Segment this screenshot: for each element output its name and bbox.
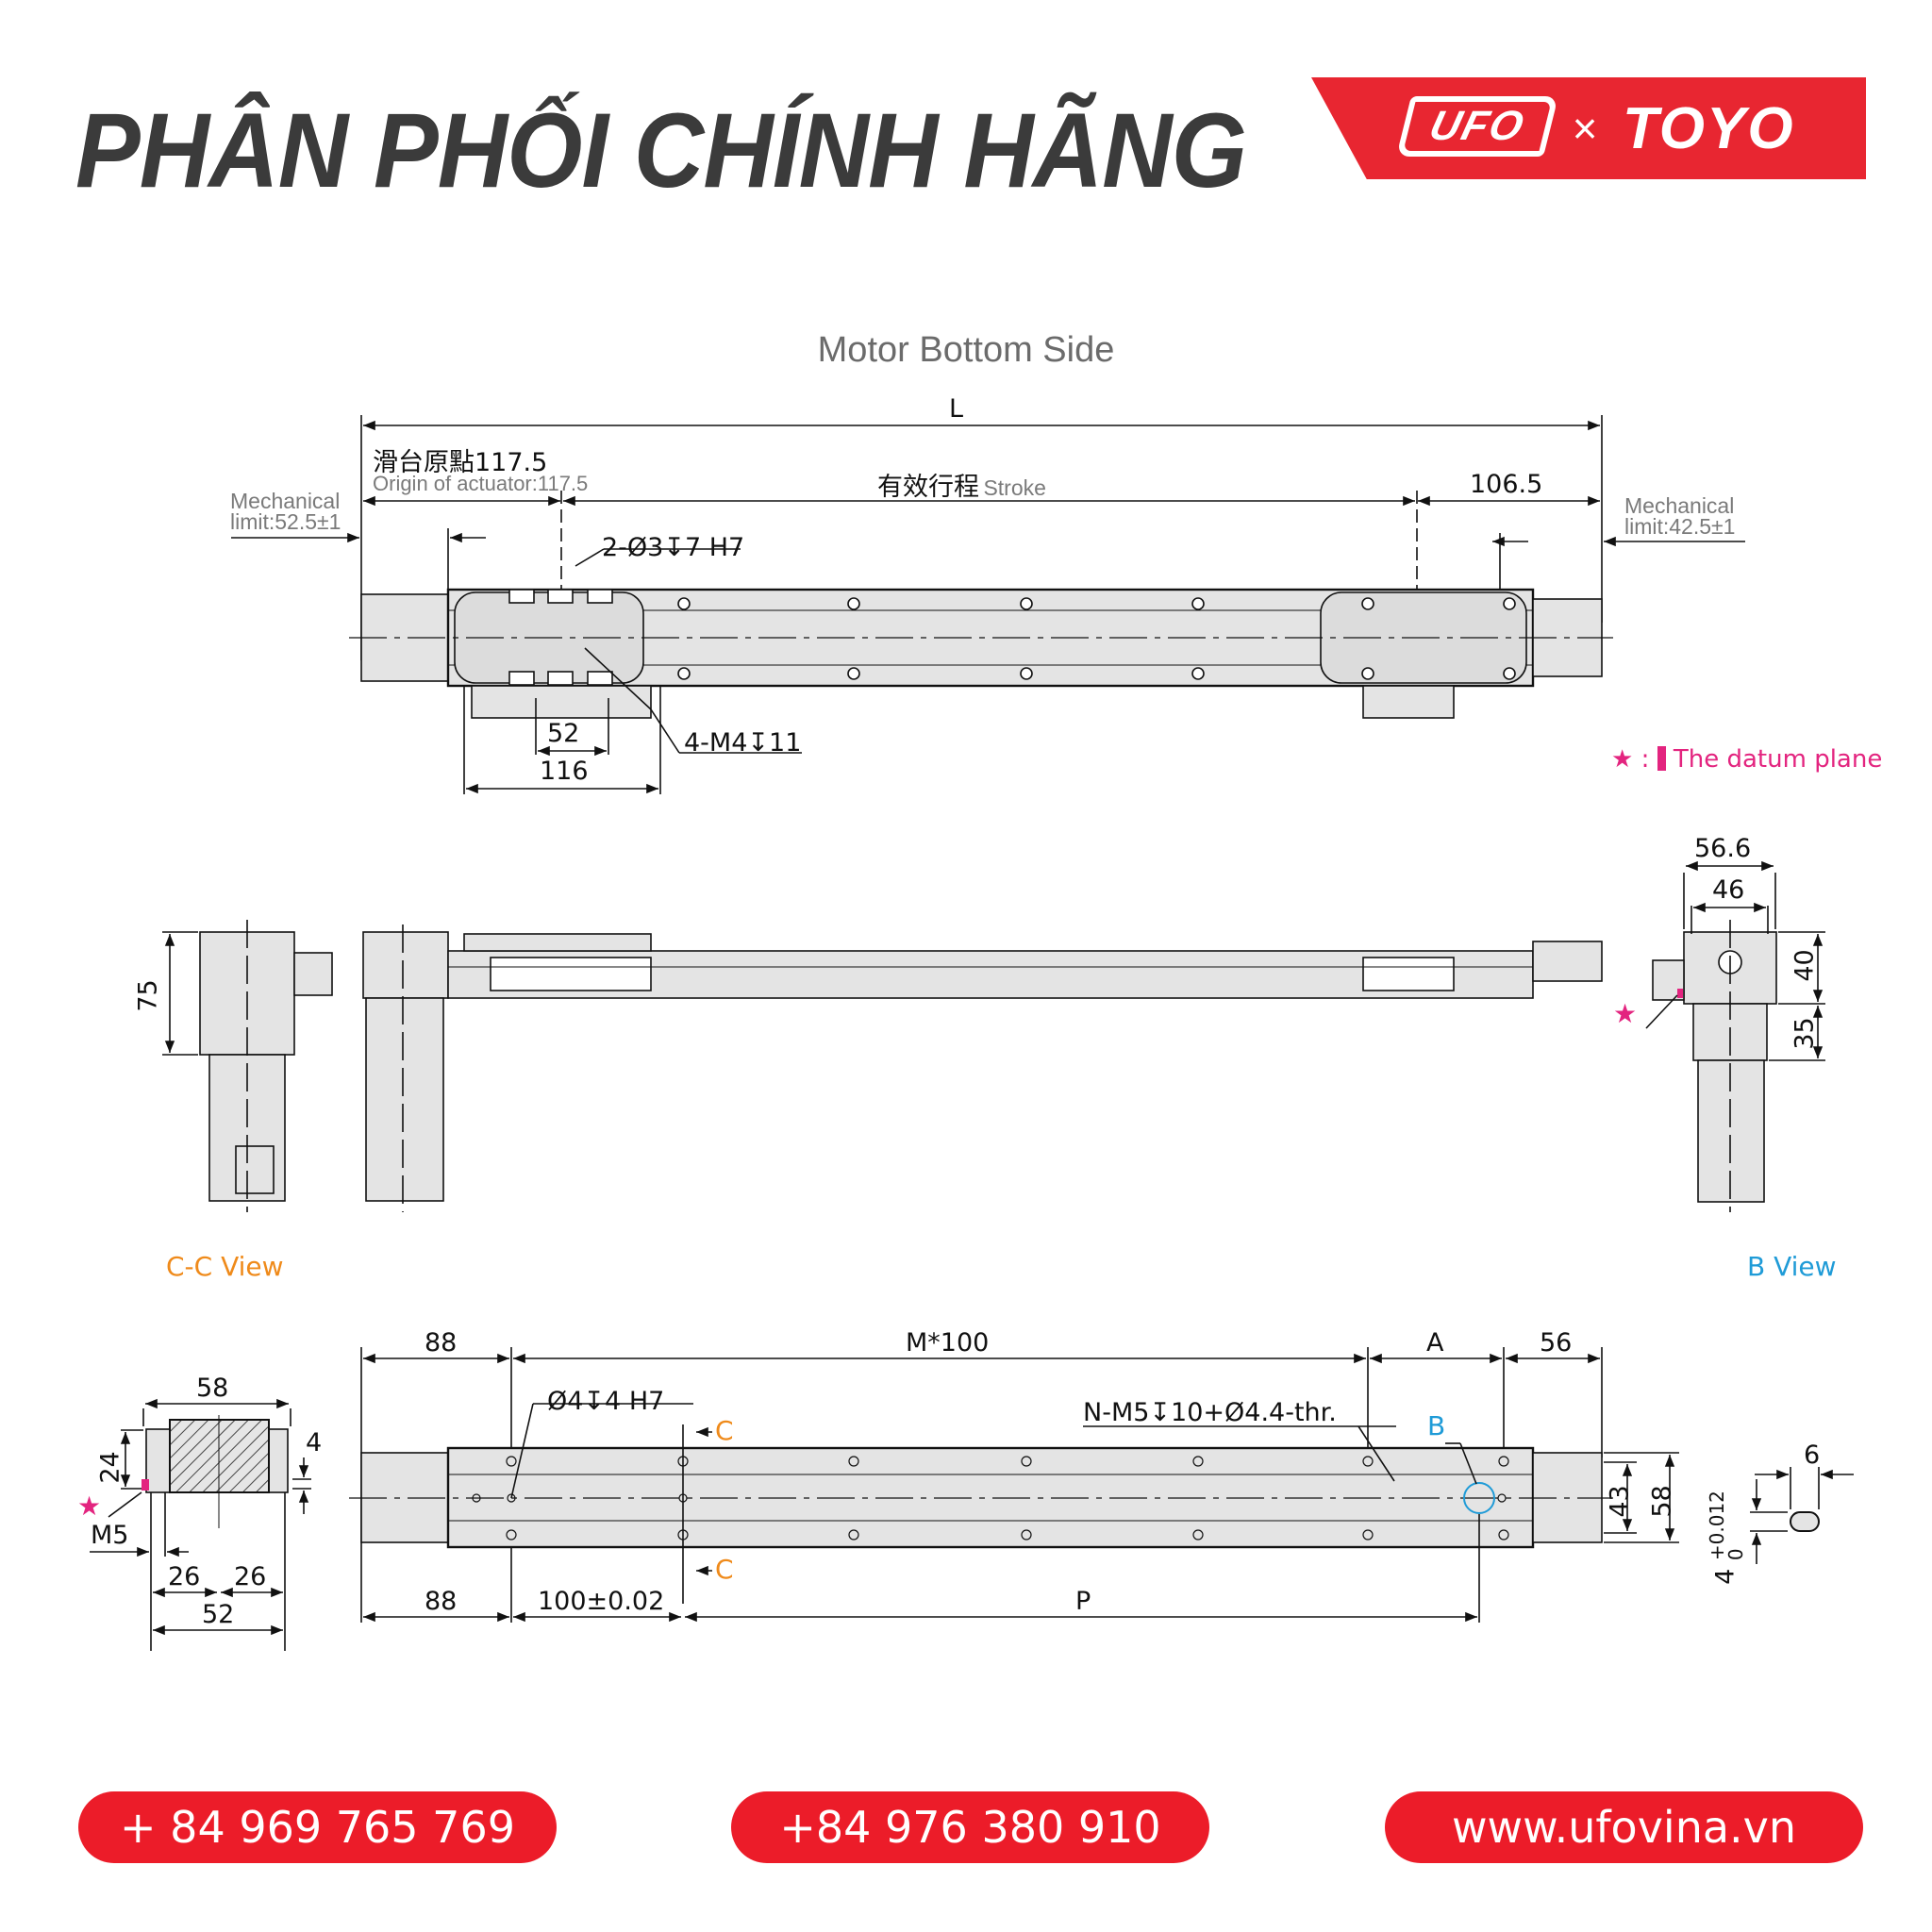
headline: PHÂN PHỐI CHÍNH HÃNG: [75, 92, 1247, 209]
dim-right-offset: 106.5: [1470, 470, 1543, 499]
datum-legend: ★ : The datum plane: [1611, 745, 1882, 774]
mech-limit-left-line2: limit:52.5±1: [230, 509, 341, 534]
pin-holes-callout: 2-Ø3↧7 H7: [602, 533, 745, 562]
detail-mark-b: B: [1427, 1410, 1446, 1441]
dim-pitch-tolerance: 100±0.02: [538, 1587, 665, 1616]
section-title: Motor Bottom Side: [817, 330, 1115, 370]
toyo-logo: TOYO: [1623, 95, 1795, 161]
mech-limit-left-line1: Mechanical: [230, 489, 341, 513]
dim-p: P: [1075, 1587, 1091, 1616]
dim-b-lower-height: 35: [1790, 1017, 1820, 1050]
origin-label-en: Origin of actuator:117.5: [373, 472, 589, 495]
slot-tol-upper: +0.012: [1705, 1491, 1728, 1561]
dim-b-inner-width: 46: [1712, 875, 1745, 905]
dim-52: 52: [547, 719, 580, 748]
tapped-holes-callout: 4-M4↧11: [684, 728, 802, 758]
pin-hole-callout: Ø4↧4 H7: [547, 1387, 665, 1416]
datum-star-icon-section: ★: [77, 1491, 102, 1521]
dim-slot-height: 4 +0.012 0: [1705, 1491, 1747, 1585]
origin-label-cn: 滑台原點117.5: [373, 448, 548, 477]
website-button[interactable]: www.ufovina.vn: [1385, 1791, 1863, 1863]
dim-b-upper-height: 40: [1790, 949, 1820, 982]
mech-limit-right-line2: limit:42.5±1: [1624, 514, 1736, 539]
datum-marker-icon: [1657, 746, 1666, 771]
cc-view-label: C-C View: [166, 1251, 284, 1282]
collab-separator-icon: ×: [1572, 104, 1598, 153]
mech-limit-right-line1: Mechanical: [1624, 493, 1735, 518]
slot-height-value: 4: [1710, 1568, 1740, 1585]
dim-section-offset: 4: [306, 1428, 323, 1457]
stroke-label-en: Stroke: [983, 475, 1046, 500]
dim-right-offset: 56: [1540, 1328, 1573, 1357]
dim-half-left: 26: [168, 1562, 201, 1591]
dim-116: 116: [540, 757, 589, 786]
stroke-label-cn: 有效行程: [877, 473, 979, 502]
dim-left-offset-bottom: 88: [425, 1587, 458, 1616]
dim-section-width-bottom: 52: [202, 1600, 235, 1629]
dim-b-outer-width: 56.6: [1694, 834, 1752, 863]
slot-tol-lower: 0: [1724, 1548, 1747, 1561]
brand-banner: UFO × TOYO: [1311, 77, 1866, 179]
dim-overall-length: L: [949, 394, 964, 424]
datum-colon: :: [1641, 745, 1650, 774]
datum-star-icon: ★: [1613, 999, 1638, 1028]
thread-m5: M5: [91, 1521, 129, 1550]
dim-slot-width: 6: [1804, 1441, 1821, 1470]
b-view-label: B View: [1747, 1251, 1837, 1282]
star-icon: ★: [1611, 745, 1634, 774]
datum-legend-text: The datum plane: [1673, 745, 1883, 774]
dim-a: A: [1426, 1328, 1444, 1357]
dim-half-right: 26: [234, 1562, 267, 1591]
dim-section-height: 24: [95, 1451, 125, 1484]
mount-holes-callout: N-M5↧10+Ø4.4-thr.: [1083, 1398, 1337, 1427]
dim-height-inner: 43: [1605, 1485, 1635, 1518]
slot-tolerance: +0.012 0: [1705, 1491, 1747, 1561]
section-mark-top: C: [715, 1415, 734, 1446]
brand-banner-background: [1311, 77, 1866, 179]
dim-cc-height: 75: [133, 979, 163, 1012]
section-mark-bottom: C: [715, 1554, 734, 1585]
dim-left-offset-top: 88: [425, 1328, 458, 1357]
stroke-label: 有效行程 Stroke: [877, 466, 1046, 503]
phone-1-button[interactable]: + 84 969 765 769: [78, 1791, 557, 1863]
phone-2-button[interactable]: +84 976 380 910: [731, 1791, 1209, 1863]
dim-pitch-count: M*100: [906, 1328, 990, 1357]
dim-section-width-top: 58: [196, 1374, 229, 1403]
dim-height-outer: 58: [1647, 1485, 1677, 1518]
